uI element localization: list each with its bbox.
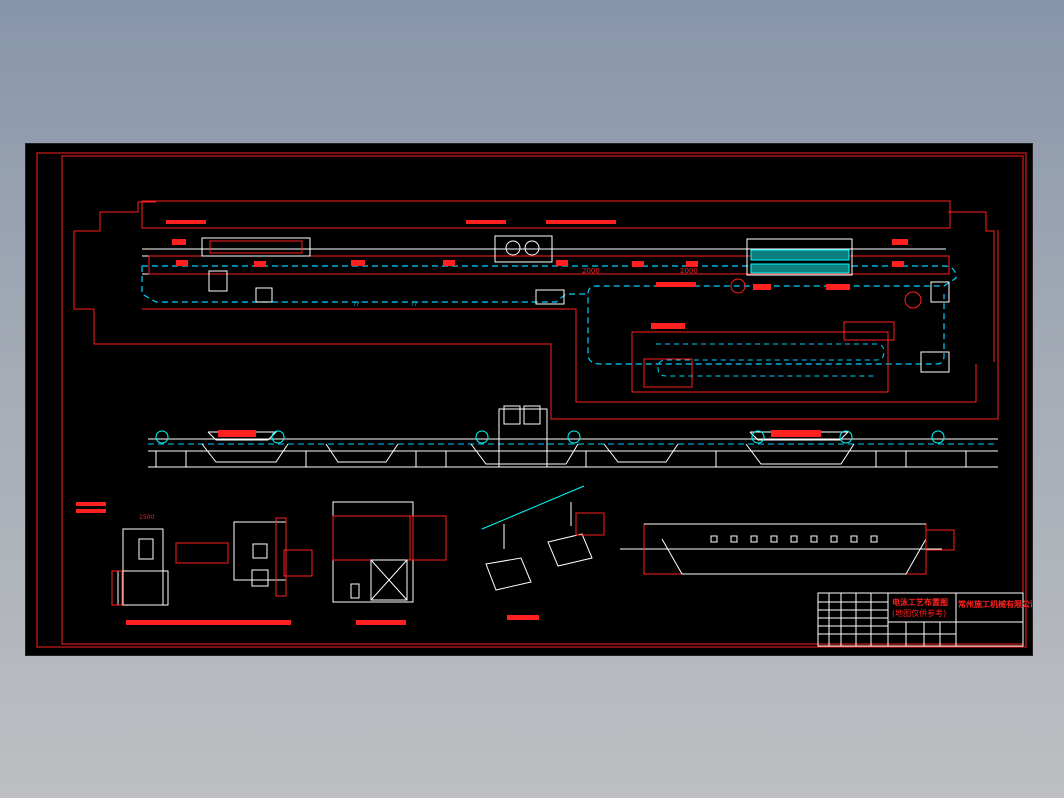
drawing-subtitle: (地图仅供参考)	[892, 608, 946, 618]
elevation-view	[148, 405, 998, 468]
inner-frame	[61, 155, 1024, 645]
mark-b: ??	[411, 301, 417, 308]
dim-2000-b: 2000	[680, 267, 698, 275]
outer-frame	[36, 152, 1027, 648]
company-name: 常州施工机械有限公司	[958, 599, 1032, 609]
electrophoresis-layout-drawing: 2000 2000 ?? ??	[36, 152, 1032, 648]
detail-views: 1500	[76, 485, 955, 625]
cad-viewport[interactable]: 2000 2000 ?? ??	[25, 143, 1033, 656]
dim-2000-a: 2000	[582, 267, 600, 275]
plan-view: 2000 2000 ?? ??	[73, 200, 999, 420]
drawing-title: 电泳工艺布置图	[892, 597, 948, 607]
title-block: 电泳工艺布置图 (地图仅供参考) 常州施工机械有限公司	[817, 592, 1032, 647]
mark-a: ??	[353, 301, 359, 308]
dim-1500: 1500	[139, 514, 154, 521]
